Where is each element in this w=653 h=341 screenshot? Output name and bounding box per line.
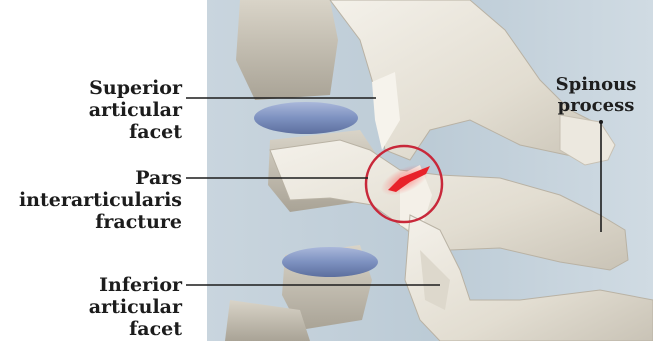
label-line: fracture	[19, 211, 182, 233]
label-line: articular	[89, 296, 182, 318]
leader-dot-spinous	[599, 120, 603, 124]
label-pars-interarticularis-fracture: Pars interarticularis fracture	[19, 167, 182, 233]
label-line: facet	[89, 121, 182, 143]
label-line: articular	[89, 99, 182, 121]
upper-disc	[254, 102, 358, 134]
label-line: Inferior	[89, 274, 182, 296]
label-line: Spinous	[548, 74, 644, 95]
label-superior-articular-facet: Superior articular facet	[89, 77, 182, 143]
label-line: Pars	[19, 167, 182, 189]
label-inferior-articular-facet: Inferior articular facet	[89, 274, 182, 340]
label-line: interarticularis	[19, 189, 182, 211]
label-line: process	[548, 95, 644, 116]
label-spinous-process: Spinous process	[548, 74, 644, 116]
label-line: Superior	[89, 77, 182, 99]
label-line: facet	[89, 318, 182, 340]
lower-disc	[282, 247, 378, 277]
